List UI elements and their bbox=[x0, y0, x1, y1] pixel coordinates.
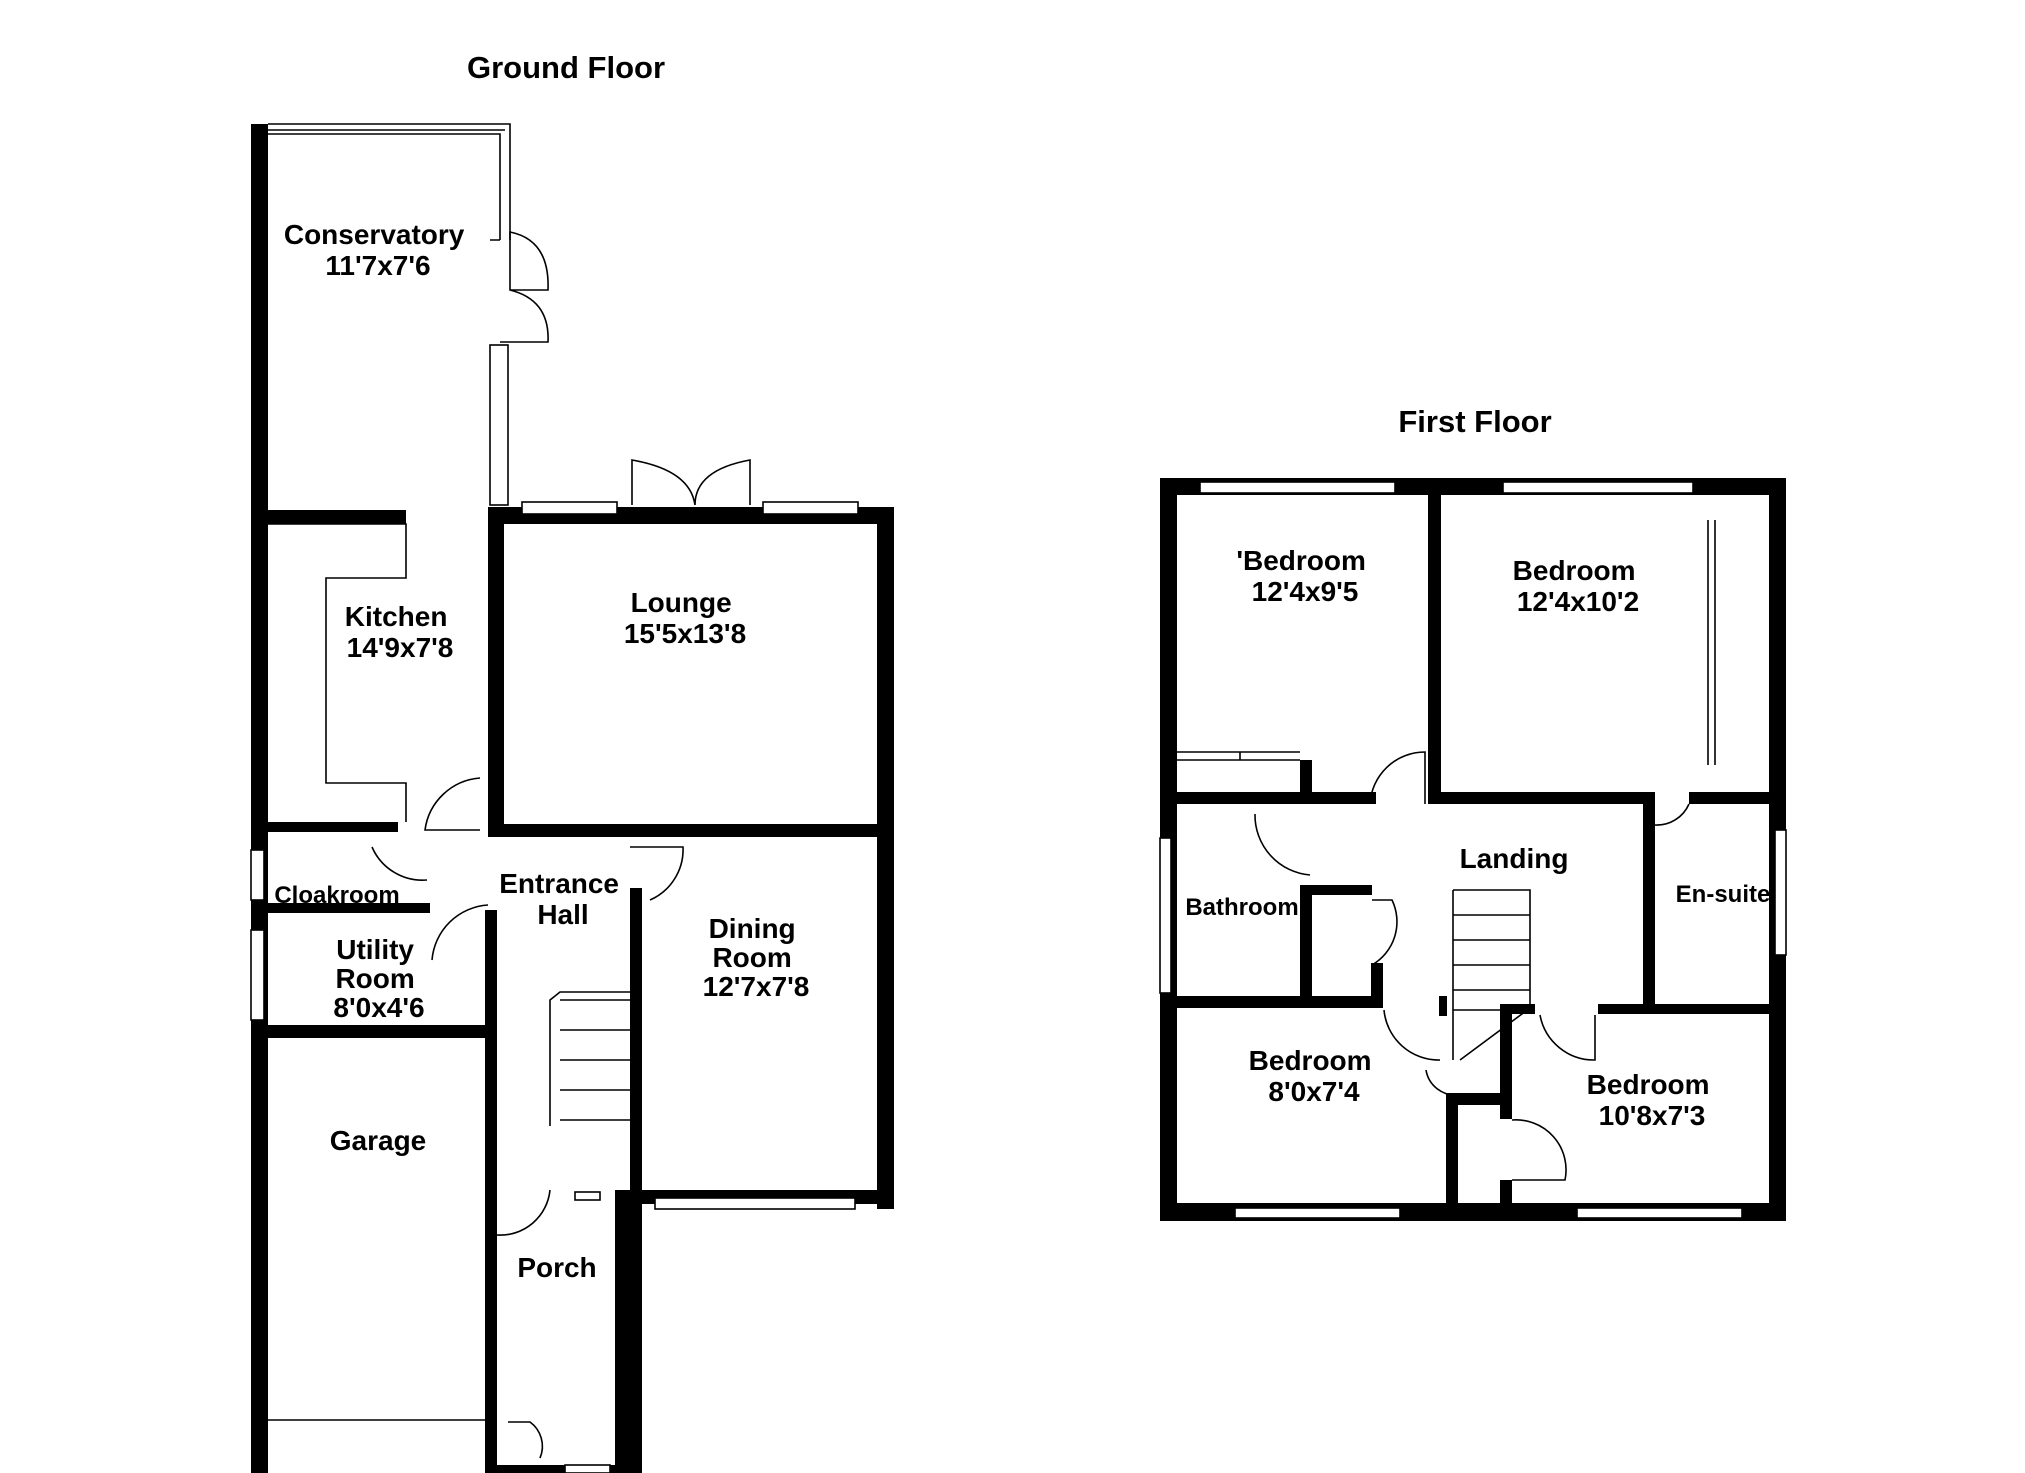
porch-front-door bbox=[508, 1421, 544, 1459]
garage-label: Garage bbox=[330, 1125, 427, 1156]
bed4-west-wall bbox=[1500, 1004, 1512, 1119]
bed4-window bbox=[1576, 1207, 1743, 1219]
cupboard-north-wall bbox=[1300, 885, 1372, 895]
utility-door bbox=[431, 904, 489, 961]
bed1-door bbox=[1369, 751, 1426, 805]
bed2-south-wall bbox=[1428, 792, 1654, 804]
ground-floor-plan: Ground Floor bbox=[250, 50, 894, 1473]
lounge-label: Lounge 15'5x13'8 bbox=[624, 587, 746, 649]
bed4-door bbox=[1539, 1014, 1596, 1061]
airing-cupboard-door bbox=[1511, 1119, 1567, 1181]
bed3-window bbox=[1234, 1207, 1401, 1219]
cupboard-east-wall bbox=[1371, 963, 1383, 1008]
bedroom-2-label: Bedroom 12'4x10'2 bbox=[1513, 555, 1644, 617]
hall-east-wall bbox=[630, 888, 642, 1203]
utility-south-wall bbox=[268, 1025, 492, 1038]
porch-east-wall bbox=[615, 1190, 642, 1473]
porch-front-window bbox=[564, 1464, 611, 1473]
first-floor-title: First Floor bbox=[1398, 404, 1551, 439]
utility-window bbox=[250, 929, 265, 1021]
east-wall bbox=[877, 507, 894, 1209]
ensuite-window bbox=[1774, 829, 1787, 956]
porch-label: Porch bbox=[517, 1252, 596, 1283]
porch-window bbox=[574, 1191, 601, 1201]
cupboard-west-wall bbox=[1300, 885, 1312, 1008]
kitchen-label: Kitchen 14'9x7'8 bbox=[345, 601, 455, 663]
wardrobe-wall bbox=[1300, 760, 1312, 804]
kitchen-door bbox=[424, 777, 481, 831]
hall-west-wall bbox=[485, 910, 497, 1473]
ensuite-west-wall bbox=[1643, 792, 1655, 1004]
bedrooms-divider bbox=[1428, 490, 1441, 792]
cloakroom-south-wall bbox=[268, 903, 430, 913]
ensuite-door bbox=[1654, 803, 1690, 826]
bedroom-3-label: Bedroom 8'0x7'4 bbox=[1249, 1045, 1380, 1107]
bedroom-1-label: 'Bedroom 12'4x9'5 bbox=[1236, 545, 1373, 607]
lounge-west-wall bbox=[488, 507, 504, 831]
porch-south-wall bbox=[497, 1465, 627, 1473]
bed4-north-wall-b bbox=[1598, 1004, 1786, 1014]
landing-cupboard-door bbox=[1425, 1069, 1459, 1096]
ground-staircase bbox=[549, 991, 630, 1126]
bathroom-south-wall bbox=[1176, 996, 1381, 1008]
first-staircase bbox=[1452, 889, 1531, 1061]
ground-floor-title: Ground Floor bbox=[467, 50, 665, 85]
lounge-window-right bbox=[762, 501, 859, 515]
conservatory-side-window bbox=[489, 344, 509, 506]
bed2-window bbox=[1502, 481, 1694, 494]
entrance-hall-label: Entrance Hall bbox=[499, 868, 627, 930]
landing-label: Landing bbox=[1460, 843, 1569, 874]
ensuite-label: En-suite bbox=[1676, 881, 1771, 908]
dining-door bbox=[630, 846, 684, 901]
kitchen-counter-wall bbox=[268, 510, 406, 524]
cloakroom-door bbox=[371, 846, 428, 881]
first-floor-plan: First Floor bbox=[1159, 404, 1787, 1221]
bathroom-label: Bathroom bbox=[1185, 894, 1298, 921]
bed1-wardrobe bbox=[1176, 751, 1300, 761]
cloakroom-window bbox=[250, 849, 265, 901]
bed1-south-wall bbox=[1176, 792, 1376, 804]
bed4-west-wall-b bbox=[1500, 1180, 1512, 1220]
conservatory-label: Conservatory 11'7x7'6 bbox=[284, 219, 472, 281]
bed1-window bbox=[1199, 481, 1396, 494]
ensuite-north-wall bbox=[1689, 792, 1779, 804]
west-wall bbox=[251, 124, 268, 1473]
bedroom-4-label: Bedroom 10'8x7'3 bbox=[1587, 1069, 1718, 1131]
bathroom-window bbox=[1159, 837, 1172, 994]
bed3-door bbox=[1383, 1009, 1441, 1061]
conservatory-doors bbox=[490, 231, 549, 343]
cupboard-door bbox=[1371, 899, 1398, 966]
lounge-dining-wall bbox=[488, 824, 894, 837]
bed3-east-wall bbox=[1446, 1100, 1458, 1221]
airing-cupboard-wall bbox=[1446, 1093, 1510, 1105]
lounge-window-left bbox=[521, 501, 618, 515]
bed4-north-wall-a bbox=[1500, 1004, 1535, 1014]
bathroom-door bbox=[1254, 813, 1311, 876]
landing-bed3-wall bbox=[1439, 996, 1447, 1016]
porch-inner-door bbox=[496, 1189, 551, 1236]
lounge-french-doors bbox=[631, 459, 751, 506]
bed2-wardrobe bbox=[1707, 520, 1716, 765]
kitchen-worktop bbox=[268, 523, 407, 822]
cloakroom-label: Cloakroom bbox=[274, 882, 399, 909]
utility-room-label: Utility Room 8'0x4'6 bbox=[333, 934, 424, 1023]
dining-window bbox=[654, 1197, 856, 1210]
kitchen-south-wall bbox=[268, 822, 398, 832]
dining-room-label: Dining Room 12'7x7'8 bbox=[703, 913, 810, 1002]
conservatory-glazing bbox=[268, 123, 511, 240]
